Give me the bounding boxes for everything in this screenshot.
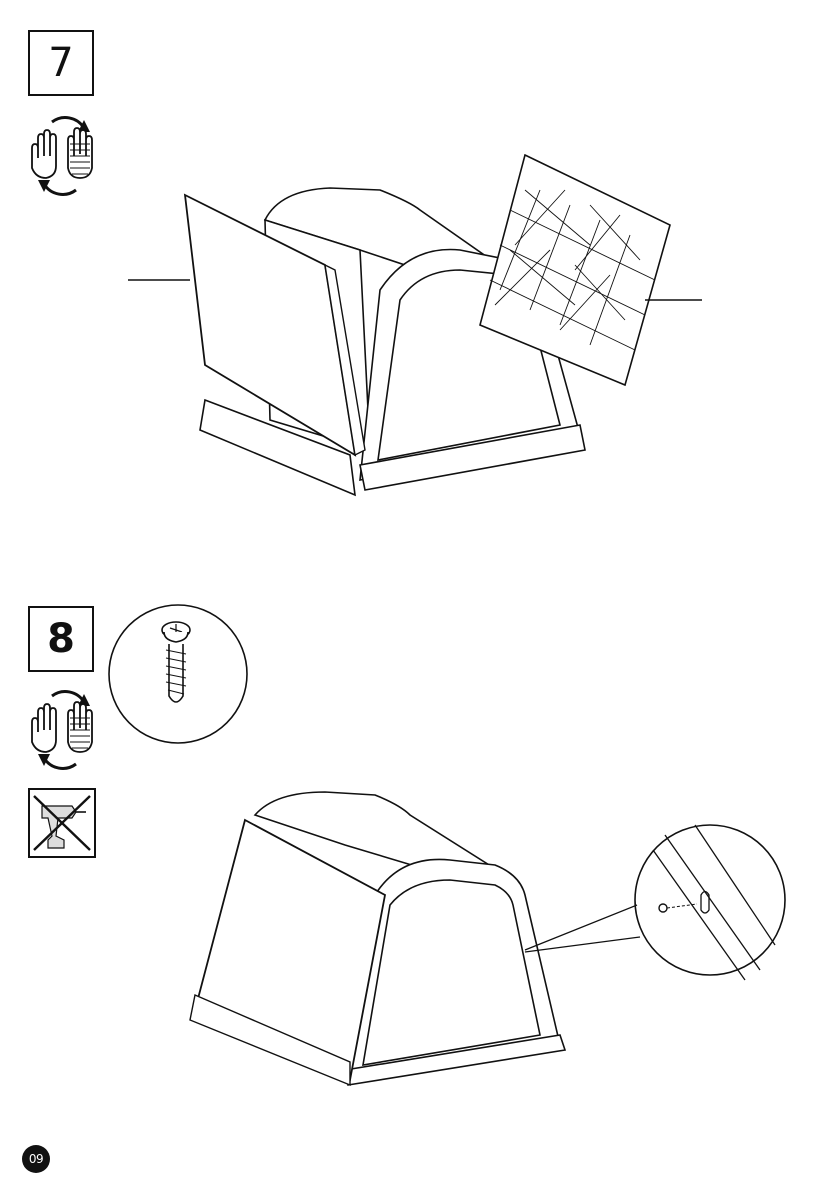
no-power-drill-icon <box>28 788 96 858</box>
screw-icon <box>108 604 248 744</box>
step-8-assembly-illustration <box>185 780 785 1100</box>
two-person-assembly-icon <box>24 110 104 202</box>
step-7-assembly-illustration <box>120 150 720 510</box>
two-person-assembly-icon-step-8 <box>24 684 104 776</box>
step-8-number: 8 <box>28 606 94 672</box>
page-number: 09 <box>22 1145 50 1173</box>
step-7-number: 7 <box>28 30 94 96</box>
